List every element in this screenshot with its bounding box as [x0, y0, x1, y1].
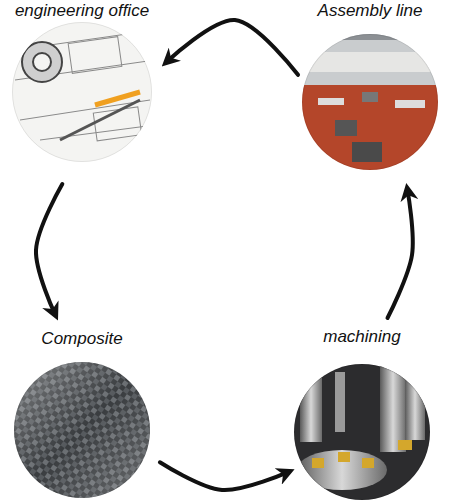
- node-heading: Composite: [0, 328, 164, 350]
- photo-node: Assembly line: [295, 0, 445, 170]
- circle-frame: [302, 34, 438, 170]
- node-heading: Assembly line: [295, 0, 445, 22]
- carbon-sheen: [12, 360, 152, 500]
- sketch-line: [20, 100, 150, 120]
- carbon-weave: [12, 360, 152, 500]
- bench: [318, 98, 344, 105]
- photo-node: engineering office: [0, 0, 164, 162]
- insert: [362, 458, 374, 468]
- machine: [335, 120, 357, 136]
- paper: [10, 20, 160, 170]
- factory-photo: [300, 30, 440, 175]
- flow-arrow: [160, 462, 288, 490]
- floor: [300, 85, 440, 175]
- circle-frame: [294, 364, 430, 500]
- sketch-part: [68, 37, 122, 74]
- bench: [395, 100, 425, 108]
- circle-outline: [303, 35, 438, 170]
- node-heading: machining: [287, 326, 437, 348]
- flow-arrow: [167, 20, 298, 75]
- machine: [362, 92, 378, 102]
- flow-arrow: [388, 190, 413, 318]
- photo-node: machining: [287, 326, 437, 500]
- tool-holder: [300, 362, 322, 442]
- circle-outline: [15, 363, 150, 498]
- bearing-bore: [33, 53, 51, 71]
- machining-photo: [292, 362, 432, 500]
- circle-outline: [13, 23, 152, 162]
- circle-frame: [14, 362, 150, 498]
- node-heading: engineering office: [0, 0, 164, 22]
- milling-cutter: [297, 450, 387, 490]
- sketch-line: [40, 125, 155, 140]
- insert: [398, 440, 412, 450]
- carbon-photo: [12, 360, 152, 500]
- ceiling: [300, 30, 440, 90]
- tool-holder: [405, 380, 425, 440]
- drill: [335, 372, 345, 432]
- pencil: [95, 92, 140, 105]
- insert: [338, 452, 350, 462]
- tool-holder: [380, 362, 406, 452]
- background: [292, 362, 432, 500]
- flow-arrow: [36, 184, 62, 314]
- circle-outline: [295, 365, 430, 500]
- insert: [312, 458, 324, 468]
- machine: [352, 142, 382, 162]
- drawing-photo: [10, 20, 160, 170]
- circle-frame: [12, 22, 152, 162]
- photo-node: Composite: [0, 328, 164, 498]
